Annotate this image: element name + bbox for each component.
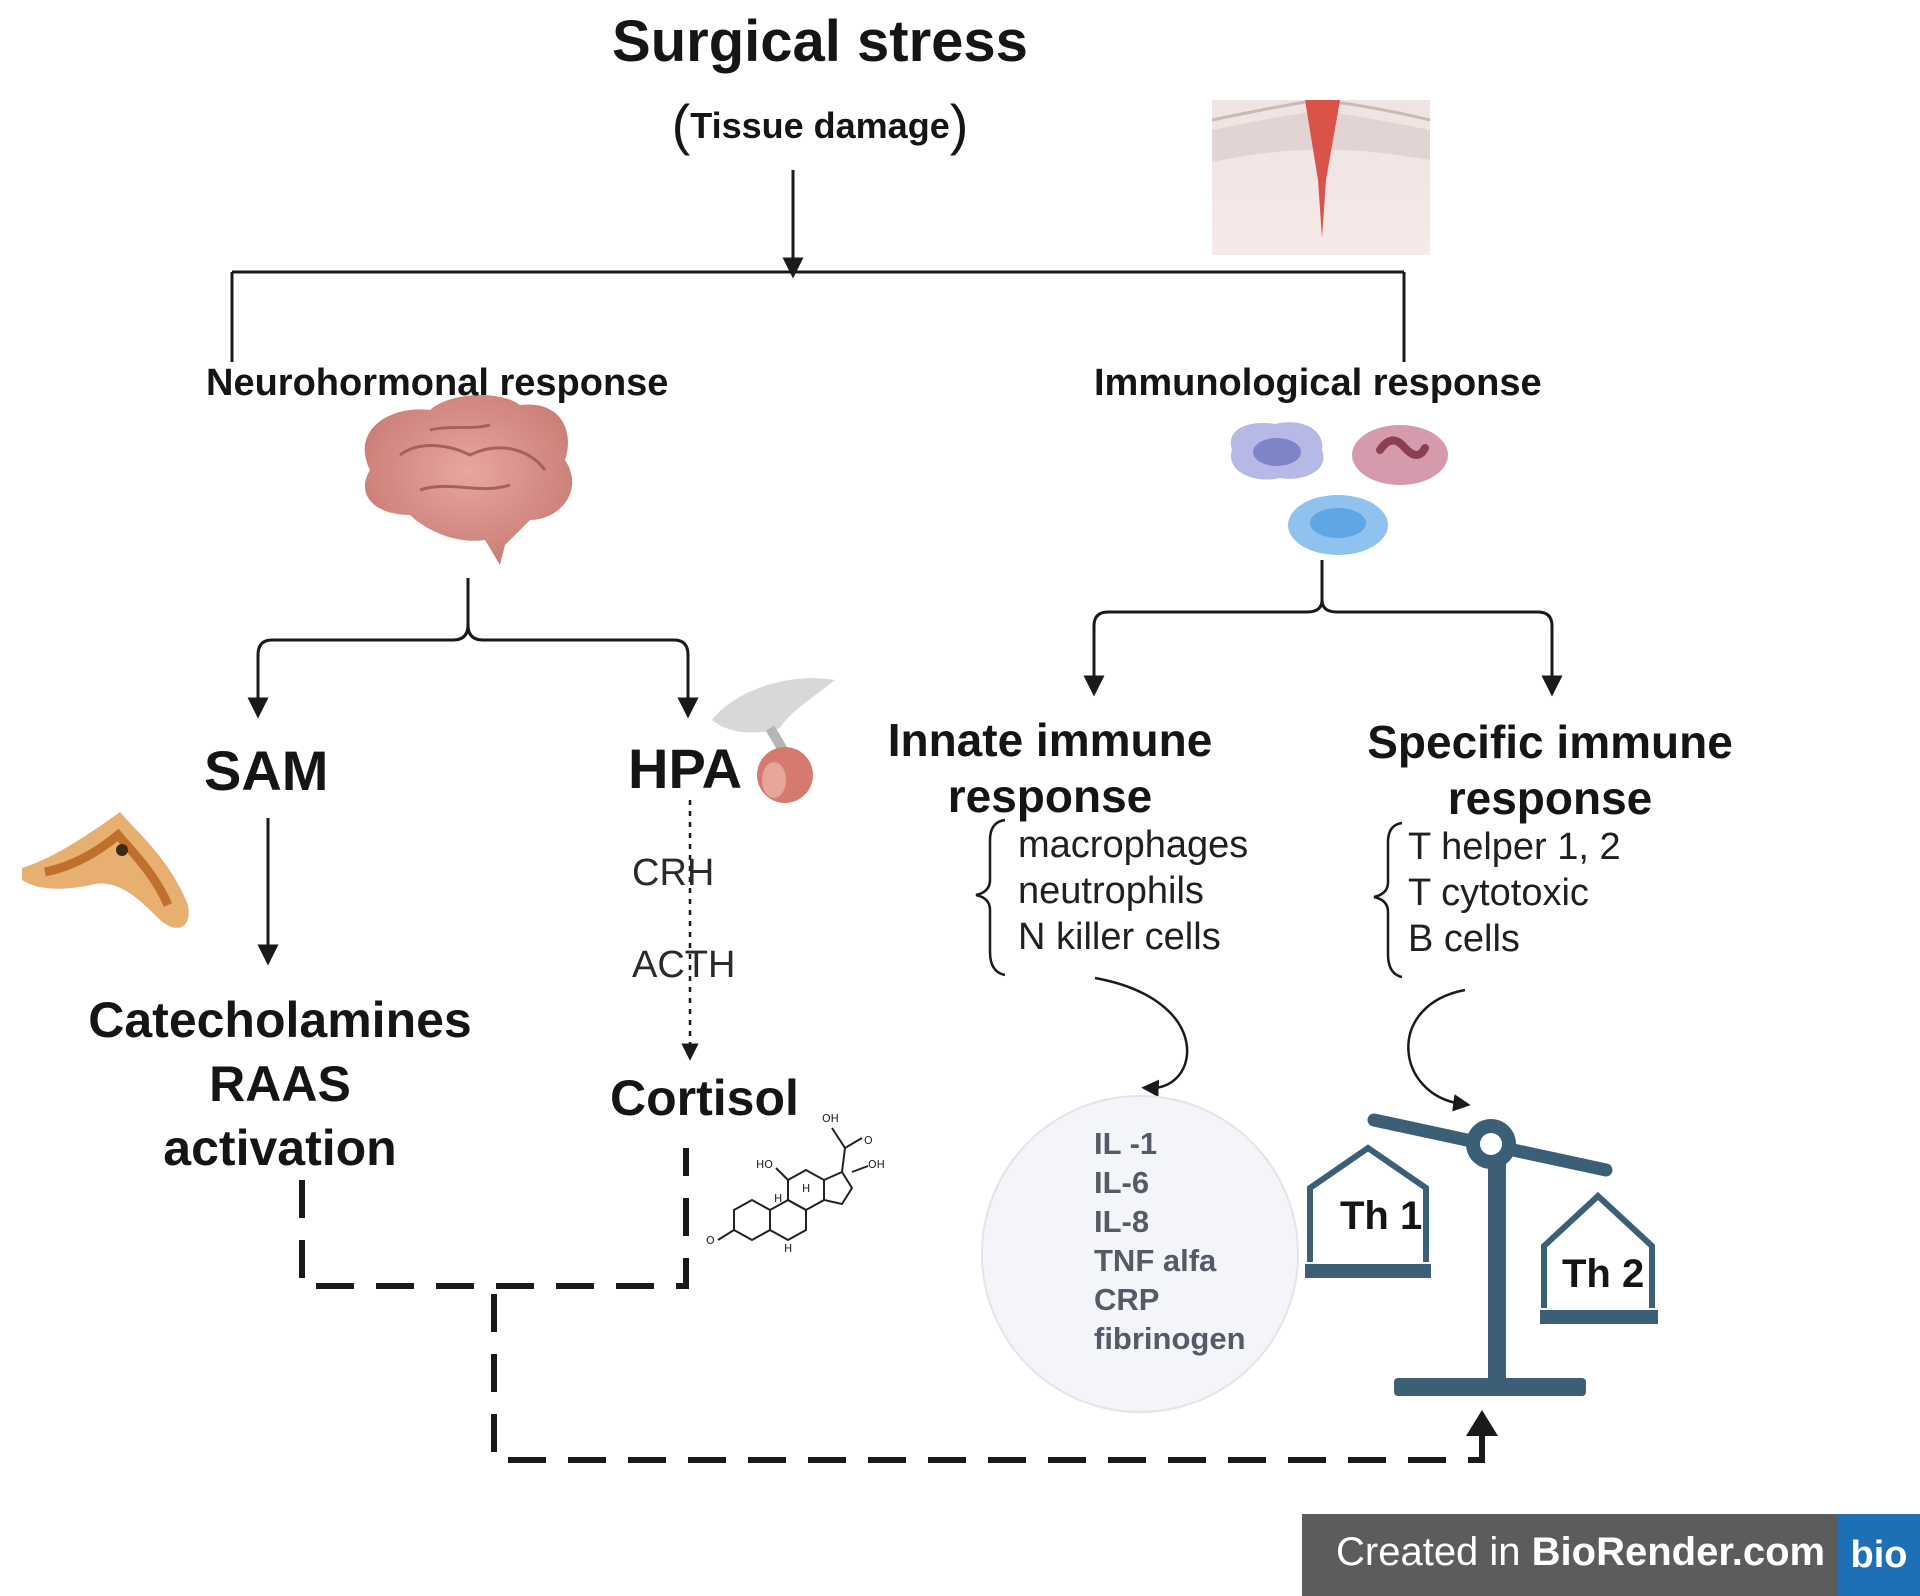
- catecholamines-line-2: RAAS: [209, 1056, 351, 1112]
- sam-label: SAM: [204, 739, 329, 802]
- list-item: TNF alfa: [1094, 1243, 1217, 1278]
- catecholamines-line-3: activation: [163, 1120, 397, 1176]
- diagram-title: Surgical stress: [612, 9, 1028, 74]
- immunological-branch-label: Immunological response: [1094, 362, 1542, 404]
- cortisol-label: Cortisol: [610, 1070, 799, 1126]
- molecule-h1: H: [774, 1192, 782, 1205]
- immune-cells-illustration: [1230, 422, 1448, 555]
- specific-title-line-2: response: [1447, 772, 1653, 824]
- innate-cell-list: macrophages neutrophils N killer cells: [1018, 822, 1248, 960]
- molecule-oh-side: OH: [868, 1158, 885, 1171]
- list-item: N killer cells: [1018, 916, 1221, 958]
- list-item: IL-6: [1094, 1165, 1150, 1200]
- catecholamines-block: Catecholamines RAAS activation: [40, 988, 520, 1180]
- pituitary-illustration: [712, 678, 835, 803]
- molecule-o-ketone: O: [864, 1134, 873, 1147]
- specific-brace: [1373, 821, 1403, 979]
- cytokine-circle: [981, 1095, 1299, 1413]
- innate-title-line-2: response: [947, 770, 1153, 822]
- th-balance-scale-icon: [1305, 1113, 1658, 1396]
- list-item: CRP: [1094, 1282, 1160, 1317]
- badge-brand: BioRender.com: [1531, 1530, 1826, 1574]
- innate-title-line-1: Innate immune: [887, 714, 1213, 766]
- biorender-badge-text[interactable]: Created in BioRender.com: [1336, 1530, 1825, 1575]
- innate-brace: [975, 818, 1006, 977]
- list-item: macrophages: [1018, 824, 1249, 866]
- biorender-logo[interactable]: bio: [1838, 1514, 1920, 1596]
- specific-cell-list: T helper 1, 2 T cytotoxic B cells: [1408, 824, 1621, 962]
- brain-split-arrows: [247, 578, 699, 719]
- th2-label: Th 2: [1562, 1252, 1645, 1296]
- tissue-wound-illustration: [1211, 100, 1431, 255]
- molecule-h2: H: [802, 1182, 810, 1195]
- crh-label: CRH: [632, 852, 715, 894]
- badge-prefix: Created in: [1336, 1530, 1532, 1574]
- molecule-ho: HO: [756, 1158, 773, 1171]
- molecule-oh-top: OH: [822, 1112, 839, 1125]
- list-item: T cytotoxic: [1408, 872, 1589, 914]
- specific-to-balance-arrow: [1407, 988, 1471, 1112]
- catecholamines-line-1: Catecholamines: [88, 992, 472, 1048]
- specific-title-line-1: Specific immune: [1367, 716, 1733, 768]
- specific-response-title: Specific immune response: [1340, 714, 1760, 826]
- hpa-label: HPA: [628, 737, 743, 800]
- molecule-h3: H: [784, 1242, 792, 1255]
- biorender-badge[interactable]: [1302, 1514, 1842, 1596]
- list-item: IL -1: [1094, 1126, 1158, 1161]
- adrenal-gland-illustration: [22, 812, 189, 928]
- list-item: IL-8: [1094, 1204, 1150, 1239]
- molecule-o-ring: O: [706, 1234, 715, 1247]
- stress-connectors: [230, 170, 1406, 362]
- cortisol-molecule-labels: OH O OH HO O H H H: [706, 1112, 885, 1255]
- acth-label: ACTH: [632, 944, 736, 986]
- cortisol-molecule-icon: [717, 1127, 869, 1242]
- list-item: T helper 1, 2: [1408, 826, 1621, 868]
- cytokine-list: IL -1 IL-6 IL-8 TNF alfa CRP fibrinogen: [1094, 1124, 1246, 1358]
- brain-illustration: [364, 394, 573, 565]
- feedback-dashed-lines: [299, 1148, 1485, 1463]
- immune-split-arrows: [1083, 560, 1563, 697]
- subtitle-text: Tissue damage: [690, 105, 950, 146]
- neurohormonal-branch-label: Neurohormonal response: [206, 362, 669, 404]
- feedback-arrowhead: [1466, 1410, 1498, 1436]
- innate-to-cytokines-arrow: [1094, 976, 1189, 1098]
- list-item: fibrinogen: [1094, 1321, 1246, 1356]
- innate-response-title: Innate immune response: [860, 712, 1240, 824]
- diagram-subtitle: (Tissue damage): [671, 93, 969, 156]
- list-item: B cells: [1408, 918, 1520, 960]
- list-item: neutrophils: [1018, 870, 1204, 912]
- th1-label: Th 1: [1340, 1194, 1423, 1238]
